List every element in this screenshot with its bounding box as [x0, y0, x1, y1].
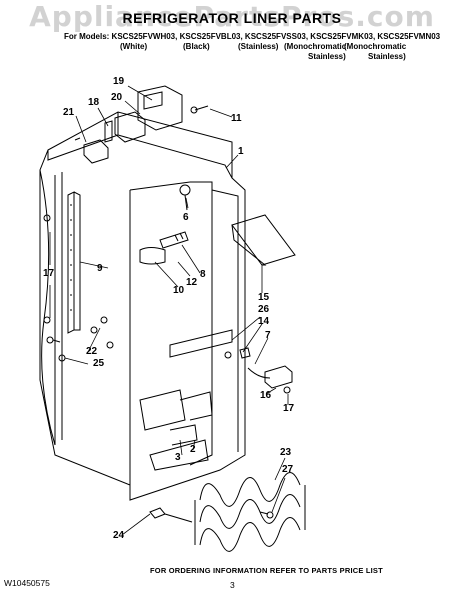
watermark: AppliancePartsPros.com	[29, 0, 435, 33]
control-housing	[74, 85, 183, 164]
variant-black: (Black)	[183, 42, 210, 51]
variant-white: (White)	[120, 42, 148, 51]
callout-1: 1	[238, 146, 244, 157]
callout-18: 18	[88, 97, 100, 108]
callout-2: 2	[190, 444, 196, 455]
callout-17-right: 17	[283, 403, 295, 414]
light-socket-parts	[139, 231, 189, 265]
callout-15: 15	[258, 292, 270, 303]
callout-25: 25	[93, 358, 105, 369]
page-number: 3	[230, 580, 235, 590]
callout-24: 24	[113, 530, 125, 541]
callout-8: 8	[200, 269, 206, 280]
callout-17-left: 17	[43, 268, 55, 279]
document-number: W10450575	[4, 578, 50, 588]
clip	[149, 507, 193, 523]
callout-9: 9	[97, 263, 103, 274]
evaporator-coil	[194, 472, 306, 552]
switch-assembly	[239, 347, 293, 389]
callout-6: 6	[183, 212, 189, 223]
callout-16: 16	[260, 390, 272, 401]
callout-23: 23	[280, 447, 292, 458]
callout-14: 14	[258, 316, 270, 327]
callout-21: 21	[63, 107, 75, 118]
page-title: REFRIGERATOR LINER PARTS	[122, 10, 342, 26]
callout-26: 26	[258, 304, 270, 315]
brackets	[169, 391, 213, 446]
model-variants: (White) (Black) (Stainless) (Monochromat…	[0, 42, 464, 66]
callout-27: 27	[282, 464, 294, 475]
callout-10: 10	[173, 285, 185, 296]
liner-body	[39, 111, 246, 501]
callout-22: 22	[86, 346, 98, 357]
crossbar	[169, 329, 233, 358]
variant-monochromatic-1: (Monochromatic	[284, 42, 347, 51]
screws	[43, 105, 291, 519]
callout-11: 11	[231, 113, 242, 124]
callout-3: 3	[175, 452, 181, 463]
variant-stainless-1: Stainless)	[308, 52, 346, 61]
ordering-note: FOR ORDERING INFORMATION REFER TO PARTS …	[150, 566, 383, 575]
variant-monochromatic-2: (Monochromatic	[344, 42, 407, 51]
shelf-track	[67, 191, 81, 334]
models-line: For Models: KSCS25FVWH03, KSCS25FVBL03, …	[64, 32, 441, 41]
callout-20: 20	[111, 92, 123, 103]
callout-12: 12	[186, 277, 198, 288]
light-cover	[231, 214, 296, 266]
variant-stainless: (Stainless)	[238, 42, 279, 51]
callout-7: 7	[265, 330, 271, 341]
variant-stainless-2: Stainless)	[368, 52, 406, 61]
leader-lines	[49, 85, 289, 536]
callout-19: 19	[113, 76, 125, 87]
